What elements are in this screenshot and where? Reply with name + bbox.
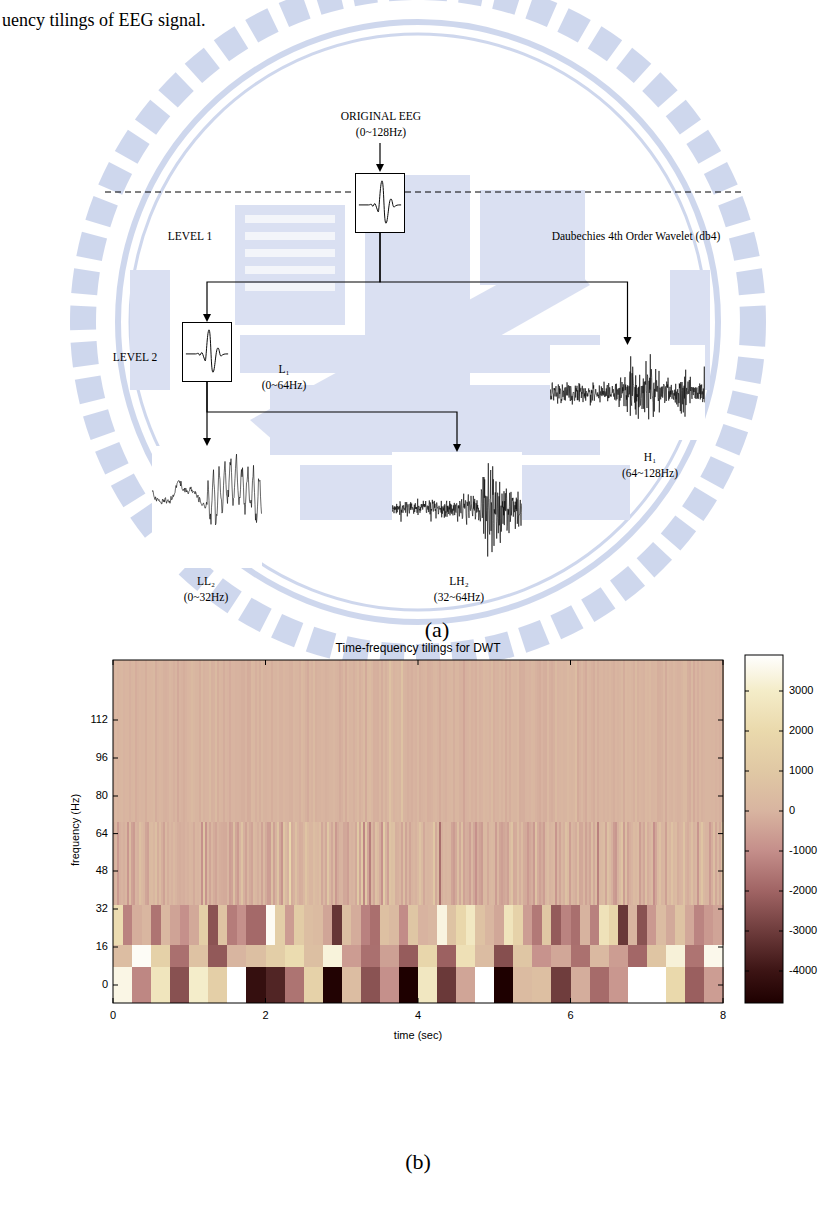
signal-box: LL₂ (0~32Hz) bbox=[152, 446, 262, 568]
wavelet-box: ORIGINAL EEG (0~128Hz) bbox=[355, 173, 405, 233]
panel-label: (b) bbox=[405, 1149, 431, 1175]
band-label: LH₂ (32~64Hz) bbox=[428, 573, 490, 605]
branch-arrow bbox=[203, 233, 380, 322]
colorbar-tick: 0 bbox=[789, 804, 795, 817]
x-tick: 6 bbox=[567, 1009, 573, 1022]
wavelet-name: Daubechies 4th Order Wavelet (db4) bbox=[552, 230, 721, 244]
level-label: LEVEL 2 bbox=[113, 351, 158, 365]
colorbar bbox=[745, 655, 783, 1003]
colorbar-tick: 3000 bbox=[789, 684, 813, 697]
signal-box: LH₂ (32~64Hz) bbox=[392, 452, 522, 564]
wavelet-icon bbox=[183, 323, 231, 381]
colorbar-tick: -4000 bbox=[789, 964, 817, 977]
level-divider bbox=[105, 192, 742, 193]
signal-box: H₁ (64~128Hz) bbox=[550, 345, 705, 440]
y-tick: 0 bbox=[102, 978, 108, 991]
band-label: LL₂ (0~32Hz) bbox=[178, 573, 234, 605]
y-axis-title: frequency (Hz) bbox=[69, 794, 82, 866]
colorbar-tick: -1000 bbox=[789, 844, 817, 857]
panel-label: (a) bbox=[425, 617, 449, 643]
y-tick: 32 bbox=[96, 902, 108, 915]
y-tick: 80 bbox=[96, 789, 108, 802]
chart-title: Time-frequency tilings for DWT bbox=[336, 641, 501, 655]
tiling-heatmap bbox=[113, 660, 724, 1003]
band-label: H₁ (64~128Hz) bbox=[617, 449, 683, 481]
watermark-logo bbox=[83, 0, 753, 657]
x-tick: 0 bbox=[110, 1009, 116, 1022]
band-label: L₁ (0~64Hz) bbox=[256, 361, 312, 393]
y-tick: 112 bbox=[90, 713, 108, 726]
x-tick: 8 bbox=[720, 1009, 726, 1022]
y-tick: 16 bbox=[96, 940, 108, 953]
x-tick: 4 bbox=[415, 1009, 421, 1022]
input-arrow bbox=[376, 143, 384, 172]
wavelet-box: L₁ (0~64Hz) bbox=[182, 322, 232, 382]
y-tick: 48 bbox=[96, 864, 108, 877]
plot-frame bbox=[113, 660, 723, 1003]
y-tick: 64 bbox=[96, 827, 108, 840]
signal-trace bbox=[550, 345, 705, 440]
branch-arrow bbox=[207, 382, 461, 452]
colorbar-tick: 2000 bbox=[789, 724, 813, 737]
level-label: LEVEL 1 bbox=[168, 230, 213, 244]
branch-arrow bbox=[380, 233, 632, 345]
x-axis-title: time (sec) bbox=[394, 1029, 442, 1042]
wavelet-icon bbox=[356, 174, 404, 232]
colorbar-tick: -3000 bbox=[789, 924, 817, 937]
figure-caption: uency tilings of EEG signal. bbox=[2, 10, 205, 31]
signal-trace bbox=[152, 446, 262, 568]
colorbar-tick: 1000 bbox=[789, 764, 813, 777]
signal-trace bbox=[392, 452, 522, 564]
band-label: ORIGINAL EEG (0~128Hz) bbox=[331, 108, 431, 140]
colorbar-tick: -2000 bbox=[789, 884, 817, 897]
y-tick: 96 bbox=[96, 751, 108, 764]
x-tick: 2 bbox=[262, 1009, 268, 1022]
